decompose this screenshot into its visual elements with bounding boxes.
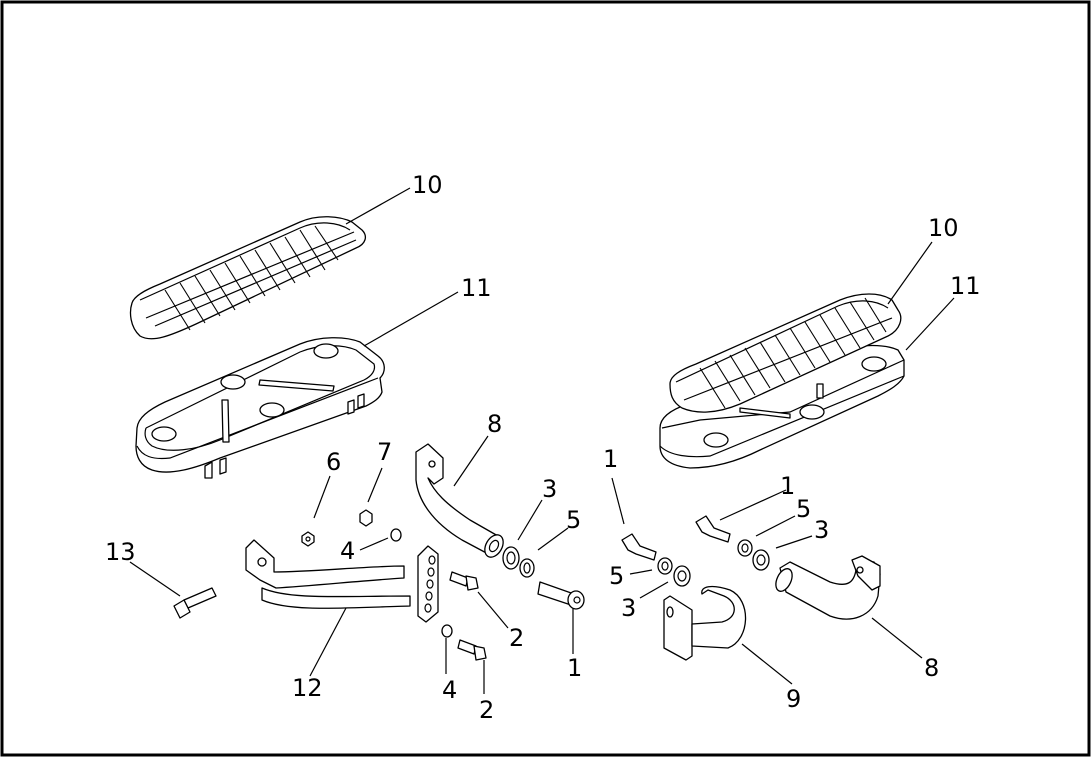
left-footboard-pad	[129, 216, 367, 340]
left-footboard-plate	[135, 337, 385, 479]
label-right-washer-3-lower: 3	[621, 594, 636, 622]
left-footboard-arm	[415, 443, 504, 558]
right-washer-5-upper	[737, 539, 753, 557]
bolt-mid	[449, 571, 479, 591]
label-right-washer-3-upper: 3	[814, 516, 829, 544]
label-small-nut: 6	[326, 448, 341, 476]
label-right-screw-a: 1	[603, 445, 618, 473]
label-left-socket-screw: 1	[567, 654, 582, 682]
label-right-footboard-pad: 10	[928, 214, 959, 242]
pivot-bolt	[173, 587, 217, 619]
label-left-footboard-plate: 11	[461, 274, 492, 302]
label-left-arm: 8	[487, 410, 502, 438]
right-footboard-plate	[659, 344, 905, 469]
bolt-bottom	[457, 639, 487, 661]
lockwasher-top	[390, 528, 402, 542]
label-lockwasher-bottom: 4	[442, 676, 457, 704]
label-bolt-bottom: 2	[479, 696, 494, 724]
label-left-washer-3: 3	[542, 475, 557, 503]
right-washer-5-lower	[657, 557, 673, 575]
label-left-washer-5: 5	[566, 506, 581, 534]
left-washer-3	[502, 546, 520, 570]
callout-labels: 10 11 10 11 8 8 1 1 1 3 5 5 3 5 3 6 7 4 …	[105, 171, 981, 724]
right-footboard-pad	[669, 293, 902, 413]
brake-lever	[245, 539, 439, 623]
right-washer-3-lower	[673, 565, 691, 587]
label-pivot-bolt: 13	[105, 538, 136, 566]
leader-lines	[129, 187, 955, 694]
small-nut	[301, 531, 315, 547]
label-top-nut: 7	[377, 438, 392, 466]
right-screw-a	[621, 533, 657, 561]
right-screw-b	[695, 515, 731, 543]
label-mount-bracket: 9	[786, 685, 801, 713]
top-nut	[359, 509, 373, 527]
left-socket-screw	[537, 581, 585, 610]
right-washer-3-upper	[752, 549, 770, 571]
label-right-washer-5-upper: 5	[796, 495, 811, 523]
mount-bracket	[663, 585, 747, 661]
label-right-washer-5-lower: 5	[609, 562, 624, 590]
label-left-footboard-pad: 10	[412, 171, 443, 199]
label-lockwasher-top: 4	[340, 537, 355, 565]
label-right-footboard-plate: 11	[950, 272, 981, 300]
left-washer-5	[519, 558, 535, 578]
lockwasher-bottom	[441, 624, 453, 638]
label-brake-lever: 12	[292, 674, 323, 702]
label-bolt-mid: 2	[509, 624, 524, 652]
label-right-screw-b: 1	[780, 472, 795, 500]
right-footboard-arm	[775, 555, 881, 620]
label-right-arm: 8	[924, 654, 939, 682]
